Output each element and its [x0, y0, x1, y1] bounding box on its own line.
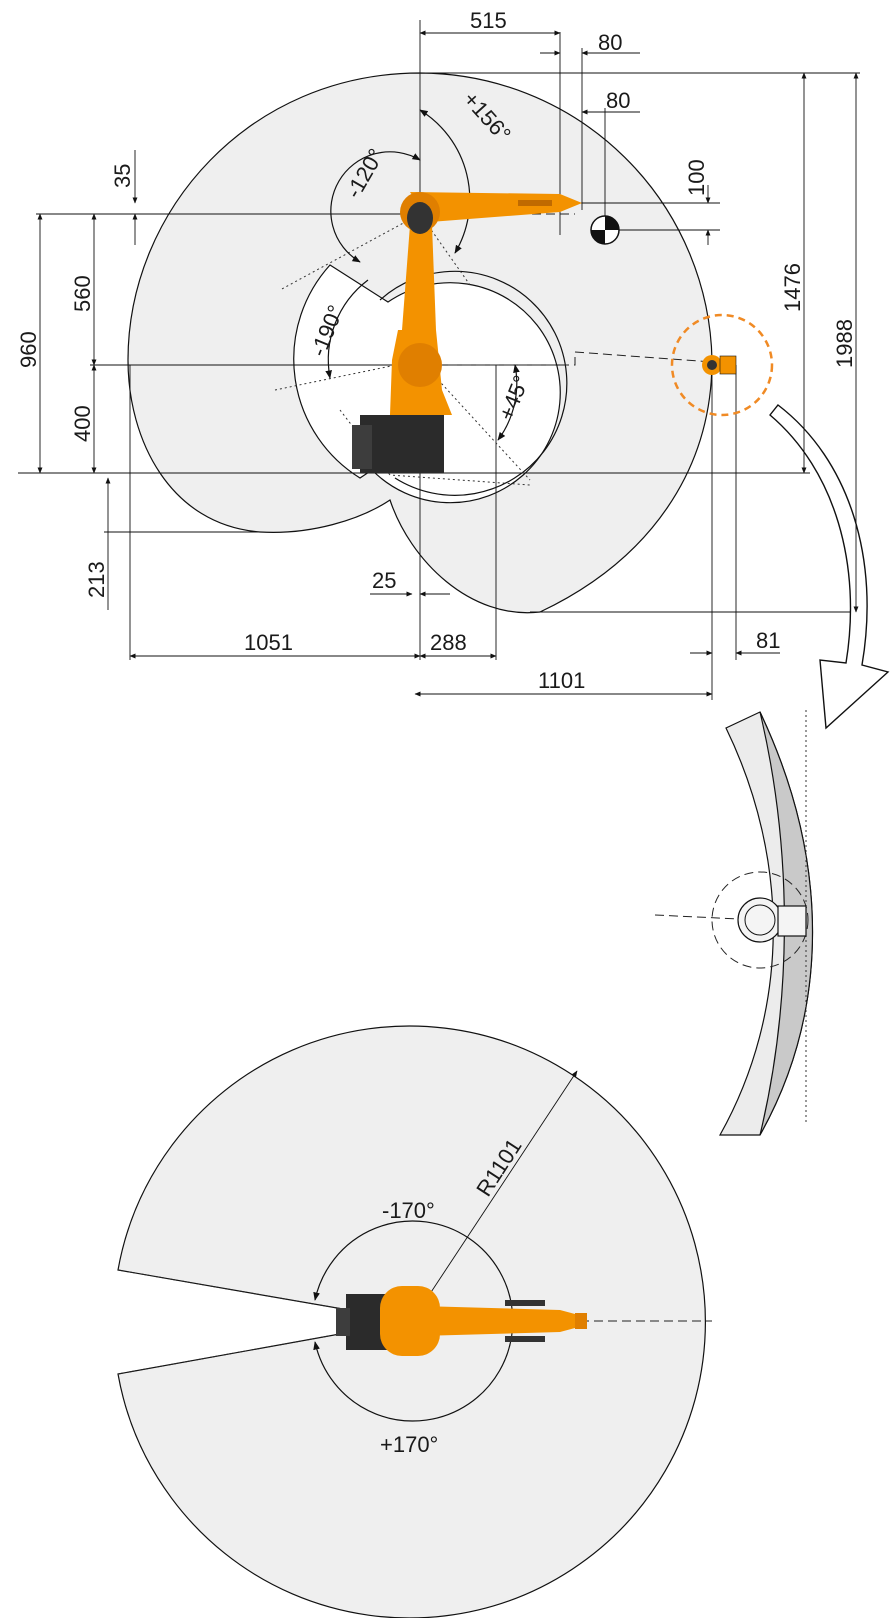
- radius-line: [411, 1070, 578, 1322]
- robot-axis3-cover: [407, 202, 433, 234]
- dim-80-top: 80: [598, 30, 622, 55]
- dim-213: 213: [84, 561, 109, 598]
- top-angle-minus: -170°: [382, 1198, 435, 1223]
- robot-upper-arm: [402, 225, 436, 330]
- robot-top-flange: [575, 1313, 587, 1329]
- zoom-arrow: [769, 404, 890, 730]
- robot-logo-plate: [518, 200, 552, 206]
- dim-960: 960: [16, 331, 41, 368]
- dim-100: 100: [684, 159, 709, 196]
- robot-top-connector: [336, 1308, 350, 1336]
- side-view: 515 80 80 100 35 960 560 400 213 1476 19…: [16, 8, 890, 730]
- robot-top-rotary: [380, 1286, 440, 1356]
- flange-highlight-circle: [670, 313, 774, 417]
- robot-side-illustration: [352, 192, 582, 473]
- arc-axis2-lower: [325, 279, 369, 379]
- robot-axis2-joint: [398, 343, 442, 387]
- dim-81: 81: [756, 628, 780, 653]
- robot-forearm: [410, 192, 582, 222]
- dim-25: 25: [372, 568, 396, 593]
- dim-35: 35: [110, 164, 135, 188]
- robot-top-illustration: [336, 1286, 587, 1356]
- dimension-lines: [37, 30, 859, 697]
- flange-detail-view: [654, 710, 814, 1136]
- dim-80-second: 80: [606, 88, 630, 113]
- flange-detail-small: [702, 355, 737, 375]
- detail-flange-inner: [744, 904, 776, 936]
- arc-axis3-plus: [419, 109, 471, 254]
- arc-axis2-minus: [330, 151, 421, 263]
- dim-1051: 1051: [244, 630, 293, 655]
- side-inner-arc: [379, 270, 568, 496]
- dim-560: 560: [70, 275, 95, 312]
- robot-base: [360, 415, 444, 473]
- dim-288: 288: [430, 630, 467, 655]
- dim-400: 400: [70, 405, 95, 442]
- arc-axis3-lower: [497, 364, 520, 441]
- robot-top-cable-2: [505, 1336, 545, 1342]
- robot-top-arm: [420, 1306, 575, 1336]
- dim-1476: 1476: [780, 263, 805, 312]
- top-view: R1101 -170° +170°: [117, 1025, 712, 1618]
- dim-515: 515: [470, 8, 507, 33]
- dim-1101: 1101: [538, 668, 585, 693]
- robot-base-connector: [352, 425, 372, 469]
- robot-top-cable: [505, 1300, 545, 1306]
- detail-dashed-circle: [711, 871, 809, 969]
- top-angle-plus: +170°: [380, 1432, 438, 1457]
- tcp-symbol: [590, 215, 620, 245]
- detail-flange-body: [777, 905, 807, 937]
- dim-1988: 1988: [832, 319, 857, 368]
